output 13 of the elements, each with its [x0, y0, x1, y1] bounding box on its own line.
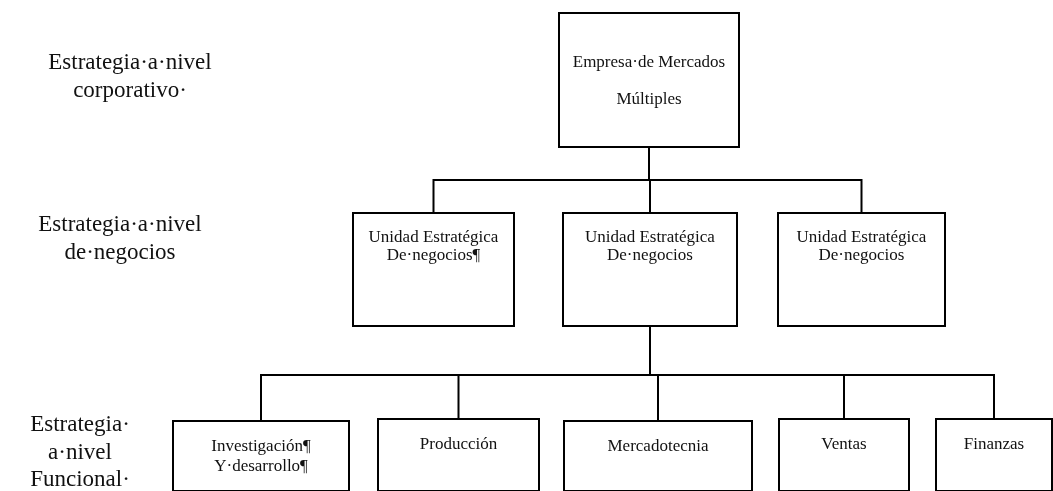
connector-line [648, 147, 863, 213]
org-box: Investigación¶ Y·desarrollo¶ [172, 420, 350, 491]
org-box: Mercadotecnia [563, 420, 753, 491]
org-box: Unidad Estratégica De·negocios¶ [352, 212, 515, 327]
org-box: Empresa·de Mercados Múltiples [558, 12, 740, 148]
level-label: Estrategia· a·nivel Funcional· [29, 410, 131, 491]
org-box: Ventas [778, 418, 910, 491]
org-box: Unidad Estratégica De·negocios [562, 212, 738, 327]
level-label: Estrategia·a·nivel de·negocios [37, 210, 203, 266]
org-box: Producción [377, 418, 540, 491]
org-box: Unidad Estratégica De·negocios [777, 212, 946, 327]
org-box: Finanzas [935, 418, 1053, 491]
level-label: Estrategia·a·nivel corporativo· [47, 48, 213, 104]
